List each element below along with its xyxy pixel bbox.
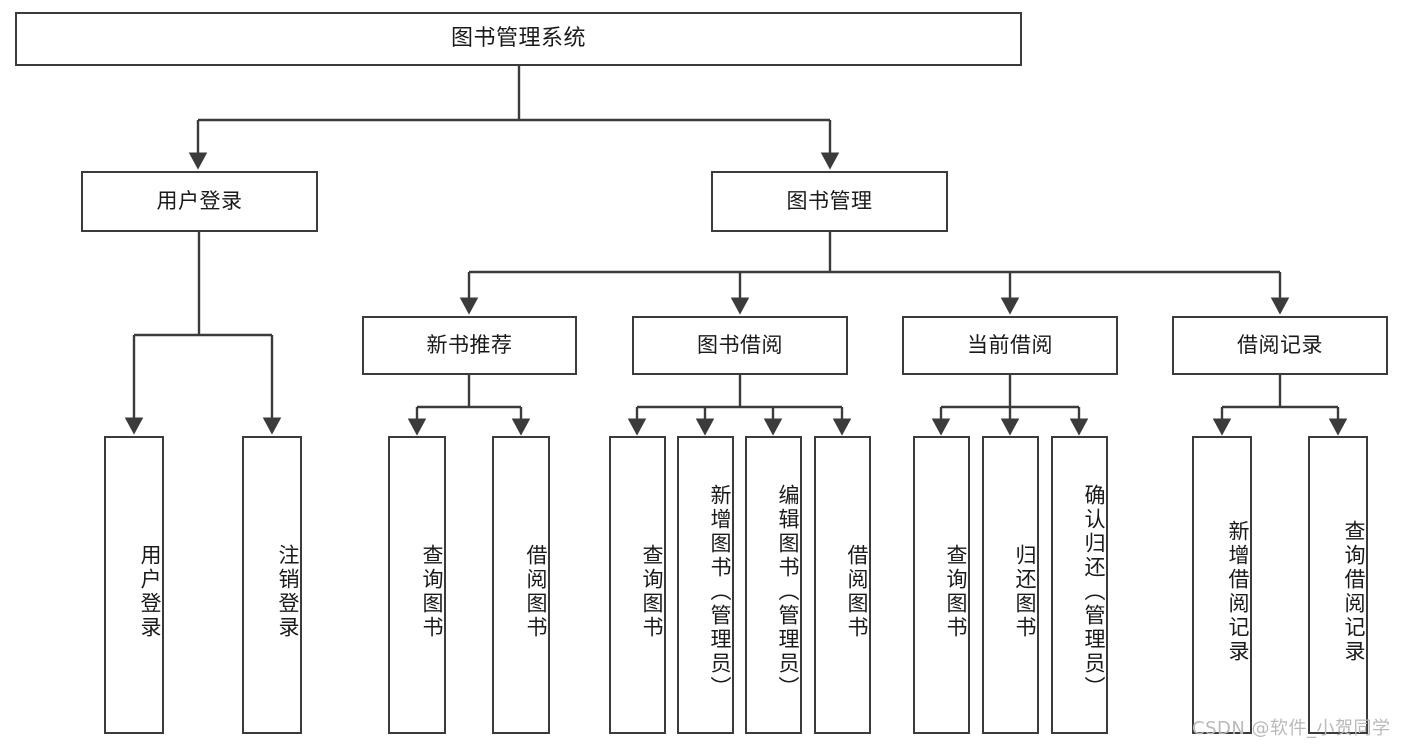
- node-leaf-query-book-1-label: 查询图书: [420, 544, 444, 640]
- node-root[interactable]: 图书管理系统: [15, 12, 1022, 66]
- node-leaf-logout-login-label: 注销登录: [276, 544, 300, 640]
- node-book-borrow[interactable]: 图书借阅: [632, 316, 848, 375]
- node-leaf-return-book[interactable]: 归还图书: [982, 436, 1039, 734]
- node-leaf-query-book-2[interactable]: 查询图书: [609, 436, 666, 734]
- node-leaf-confirm-return[interactable]: 确认归还（管理员）: [1051, 436, 1108, 734]
- node-leaf-borrow-book-2[interactable]: 借阅图书: [814, 436, 871, 734]
- watermark: CSDN @软件_小贺同学: [1192, 718, 1391, 739]
- node-leaf-query-record-label: 查询借阅记录: [1342, 520, 1366, 664]
- node-leaf-user-login-label: 用户登录: [138, 544, 162, 640]
- node-leaf-query-book-3-label: 查询图书: [944, 544, 968, 640]
- node-borrow-record[interactable]: 借阅记录: [1172, 316, 1388, 375]
- node-user-login-label: 用户登录: [156, 189, 243, 214]
- node-book-borrow-label: 图书借阅: [697, 333, 783, 358]
- node-new-book-recommend[interactable]: 新书推荐: [362, 316, 577, 375]
- node-leaf-confirm-return-label: 确认归还（管理员）: [1082, 484, 1106, 700]
- node-current-borrow-label: 当前借阅: [967, 333, 1053, 358]
- node-leaf-add-record[interactable]: 新增借阅记录: [1192, 436, 1252, 734]
- node-leaf-user-login[interactable]: 用户登录: [104, 436, 164, 734]
- node-leaf-edit-book-label: 编辑图书（管理员）: [776, 484, 800, 700]
- node-borrow-record-label: 借阅记录: [1237, 333, 1323, 358]
- node-leaf-borrow-book-1-label: 借阅图书: [524, 544, 548, 640]
- node-leaf-query-book-2-label: 查询图书: [640, 544, 664, 640]
- node-leaf-add-record-label: 新增借阅记录: [1226, 520, 1250, 664]
- node-leaf-query-book-3[interactable]: 查询图书: [913, 436, 970, 734]
- node-root-label: 图书管理系统: [450, 26, 586, 52]
- node-leaf-edit-book[interactable]: 编辑图书（管理员）: [745, 436, 802, 734]
- node-leaf-query-book-1[interactable]: 查询图书: [388, 436, 446, 734]
- node-leaf-borrow-book-2-label: 借阅图书: [845, 544, 869, 640]
- node-book-manage[interactable]: 图书管理: [711, 171, 948, 232]
- node-current-borrow[interactable]: 当前借阅: [902, 316, 1118, 375]
- node-leaf-return-book-label: 归还图书: [1013, 544, 1037, 640]
- node-leaf-query-record[interactable]: 查询借阅记录: [1308, 436, 1368, 734]
- node-user-login[interactable]: 用户登录: [81, 171, 318, 232]
- node-new-book-recommend-label: 新书推荐: [426, 333, 513, 358]
- node-leaf-add-book-label: 新增图书（管理员）: [708, 484, 732, 700]
- node-book-manage-label: 图书管理: [786, 189, 873, 214]
- node-leaf-borrow-book-1[interactable]: 借阅图书: [492, 436, 550, 734]
- node-leaf-logout-login[interactable]: 注销登录: [242, 436, 302, 734]
- node-leaf-add-book[interactable]: 新增图书（管理员）: [677, 436, 734, 734]
